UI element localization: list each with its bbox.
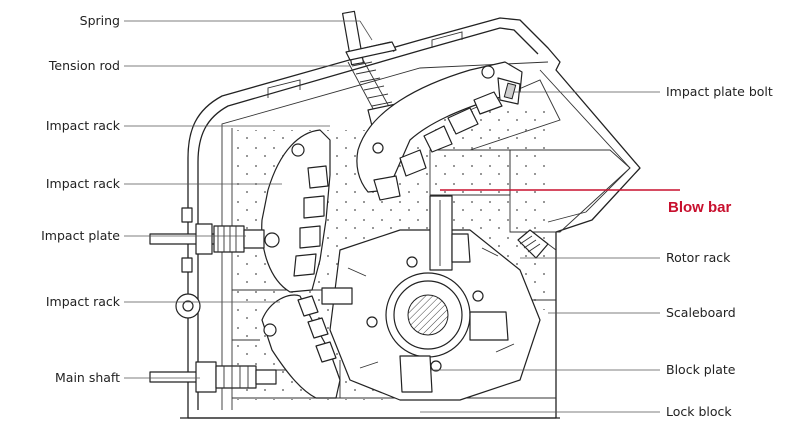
label-tension-rod: Tension rod (48, 58, 120, 73)
label-impact-plate: Impact plate (41, 228, 120, 243)
main-shaft-assembly (149, 293, 277, 393)
label-impact-rack-upper: Impact rack (45, 118, 120, 133)
leader-lines (124, 20, 680, 413)
label-blow-bar: Blow bar (668, 199, 732, 216)
rotor (321, 195, 541, 401)
label-spring: Spring (79, 13, 120, 28)
label-impact-rack-lower: Impact rack (45, 294, 120, 309)
label-block-plate: Block plate (666, 362, 736, 377)
upper-impact-rack (356, 61, 523, 201)
middle-impact-rack (261, 129, 331, 293)
impact-plate-adjuster (149, 207, 265, 273)
label-main-shaft: Main shaft (55, 370, 120, 385)
label-rotor-rack: Rotor rack (666, 250, 731, 265)
label-impact-rack-middle: Impact rack (45, 176, 120, 191)
lower-impact-rack (261, 294, 341, 399)
label-lock-block: Lock block (666, 404, 732, 419)
label-impact-plate-bolt: Impact plate bolt (666, 84, 773, 99)
label-scaleboard: Scaleboard (666, 305, 736, 320)
tension-rod-assembly (341, 10, 401, 127)
rotor-rack (517, 229, 557, 259)
